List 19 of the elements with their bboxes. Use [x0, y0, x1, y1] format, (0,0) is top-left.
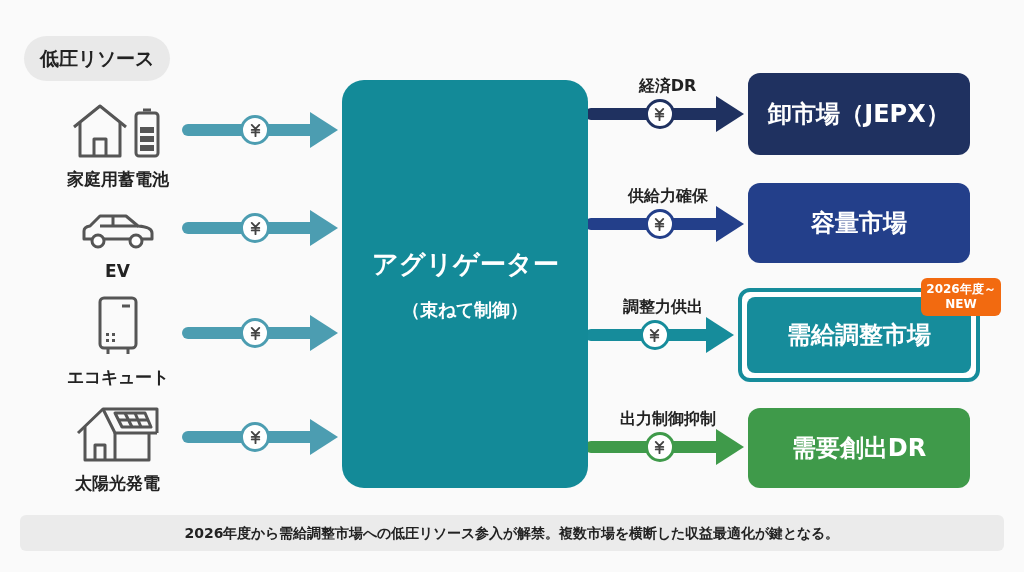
arrow	[182, 419, 338, 455]
resource-label: 家庭用蓄電池	[66, 167, 169, 191]
edge-label: 供給力確保	[626, 185, 709, 207]
section-pill: 低圧リソース	[24, 36, 170, 81]
resource-label: エコキュート	[66, 365, 169, 389]
arrow	[182, 112, 338, 148]
resource-label: EV	[105, 259, 130, 283]
resource-label: 太陽光発電	[75, 471, 160, 495]
edge-label: 経済DR	[637, 75, 698, 97]
edge-label: 調整力供出	[621, 296, 704, 318]
new-badge: 2026年度～ NEW	[921, 278, 1001, 316]
market-box: 卸市場（JEPX）	[748, 73, 970, 155]
aggregator-box: アグリゲーター （束ねて制御）	[342, 80, 588, 488]
footer-note: 2026年度から需給調整市場への低圧リソース参入が解禁。複数市場を横断した収益最適化が鍵となる。	[184, 523, 840, 543]
arrow	[182, 210, 338, 246]
arrow	[182, 315, 338, 351]
market-box: 容量市場	[748, 183, 970, 263]
market-box: 需要創出DR	[748, 408, 970, 488]
edge-label: 出力制御抑制	[618, 408, 717, 430]
